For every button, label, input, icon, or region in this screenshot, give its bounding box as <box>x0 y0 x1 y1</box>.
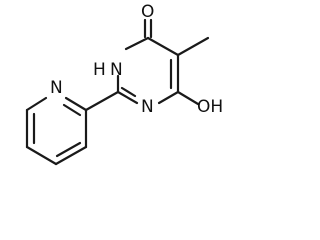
atom-label-oh: OH <box>197 97 223 117</box>
bond-py-c2-n <box>64 96 88 112</box>
bond-n1-c2-inner <box>120 86 137 98</box>
bond-c6-oh <box>176 90 200 106</box>
atom-label-n-pyridine: N <box>50 78 63 98</box>
bond-py-n-c6 <box>25 96 48 112</box>
molecule-structure: O H N N N OH <box>25 2 223 166</box>
bond-c5-methyl <box>176 36 210 57</box>
atom-label-n-ring-lower: N <box>141 97 154 117</box>
bond-py-c5-c4 <box>25 145 58 166</box>
bond-n1-c2 <box>116 90 139 105</box>
bond-n3-c4 <box>124 36 150 51</box>
bond-c6-n1 <box>157 90 180 105</box>
atom-label-nh-h: H <box>93 60 106 80</box>
bond-py-c4-c3-inner <box>55 141 82 158</box>
bond-c4-c5 <box>146 36 180 57</box>
bond-py-c2-n-inner <box>62 103 82 117</box>
bond-c2-pyridine <box>84 90 120 112</box>
bond-py-c4-c3 <box>54 145 88 166</box>
atom-label-nh-n: N <box>110 60 123 80</box>
atom-label-oxygen-top: O <box>141 2 154 22</box>
